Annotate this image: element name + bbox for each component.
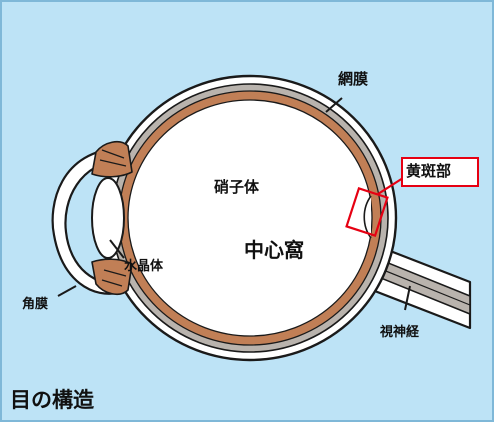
leader-lines [57, 97, 411, 311]
diagram-caption: 目の構造 [10, 388, 94, 412]
label-macula: 黄斑部 [406, 162, 452, 180]
macula-highlight-box [345, 186, 389, 238]
macula-connector-line [377, 177, 404, 195]
crystalline-lens [91, 177, 125, 259]
label-vitreous: 硝子体 [214, 178, 260, 196]
vitreous-body [127, 99, 373, 337]
label-retina: 網膜 [338, 70, 369, 88]
iris-ciliary-body [91, 140, 133, 296]
label-cornea: 角膜 [22, 297, 49, 312]
macula-label-box [401, 157, 479, 187]
label-fovea: 中心窩 [244, 238, 304, 262]
label-lens: 水晶体 [124, 259, 164, 274]
label-optic-nerve: 視神経 [380, 325, 420, 340]
